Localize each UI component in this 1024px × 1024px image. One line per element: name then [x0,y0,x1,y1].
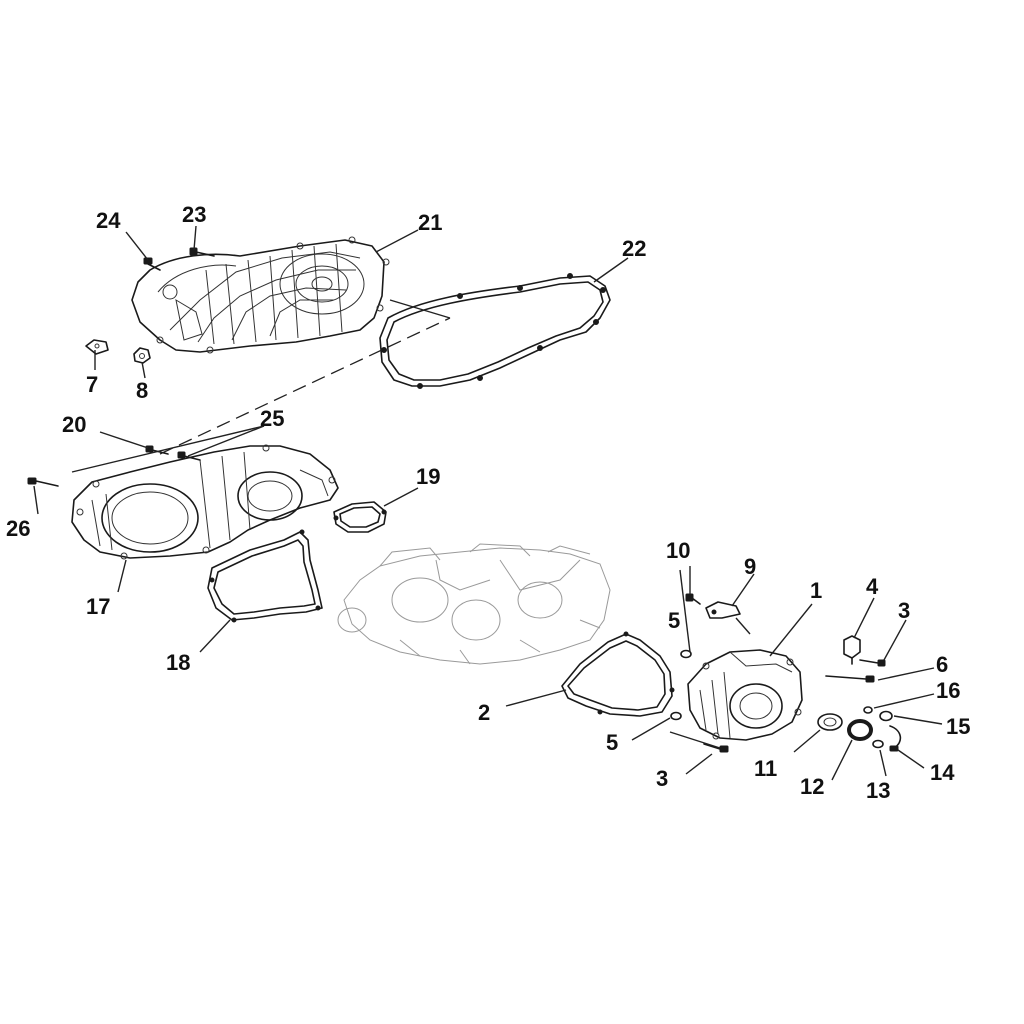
stator-cover-gasket [561,631,675,717]
callout-11: 11 [754,756,777,781]
bolt-26 [27,477,59,487]
callout-25: 25 [260,406,284,431]
callout-15: 15 [946,714,970,739]
washer-13 [872,739,884,749]
dowel-5-lower [670,711,682,721]
fitting-4 [843,635,861,665]
bolt-6 [825,675,875,683]
callout-18: 18 [166,650,190,675]
alignment-line-stub [389,299,451,319]
clip-7 [85,339,109,355]
callout-1: 1 [810,578,822,603]
crankcase-cover-inner [71,444,339,560]
callout-13: 13 [866,778,890,803]
nut-8 [133,347,151,364]
alignment-line [159,317,451,455]
callout-4: 4 [866,574,879,599]
callout-26: 26 [6,516,30,541]
oring-12 [847,719,873,741]
small-cover-gasket [333,501,387,533]
leader-lines [33,225,943,781]
clutch-cover-gasket [379,273,611,389]
callout-8: 8 [136,378,148,403]
callout-17: 17 [86,594,110,619]
bolt-3-upper [859,659,886,667]
bolt-24 [143,257,161,271]
callout-22: 22 [622,236,646,261]
callout-6: 6 [936,652,948,677]
callout-3-lower: 3 [656,766,668,791]
callout-23: 23 [182,202,206,227]
seal-11 [817,713,843,731]
callout-20: 20 [62,412,86,437]
callout-9: 9 [744,554,756,579]
callout-24: 24 [96,208,121,233]
bracket-9 [705,601,741,619]
callout-2: 2 [478,700,490,725]
stator-cover [687,649,803,741]
ring-16 [863,706,873,714]
plug-15 [879,710,893,722]
clip-14 [889,725,902,752]
callout-5-upper: 5 [668,608,680,633]
callout-14: 14 [930,760,955,785]
inner-cover-gasket [207,529,323,623]
bolt-25 [177,451,201,461]
callout-7: 7 [86,372,98,397]
callout-16: 16 [936,678,960,703]
callout-5-lower: 5 [606,730,618,755]
bolt-10 [685,593,701,605]
engine-block [337,543,611,665]
callout-19: 19 [416,464,440,489]
callout-12: 12 [800,774,824,799]
bolt-3-lower [703,743,729,753]
clutch-cover-outer [131,236,390,354]
callout-21: 21 [418,210,442,235]
dowel-5-upper [680,649,692,659]
callout-10: 10 [666,538,690,563]
callout-3-upper: 3 [898,598,910,623]
